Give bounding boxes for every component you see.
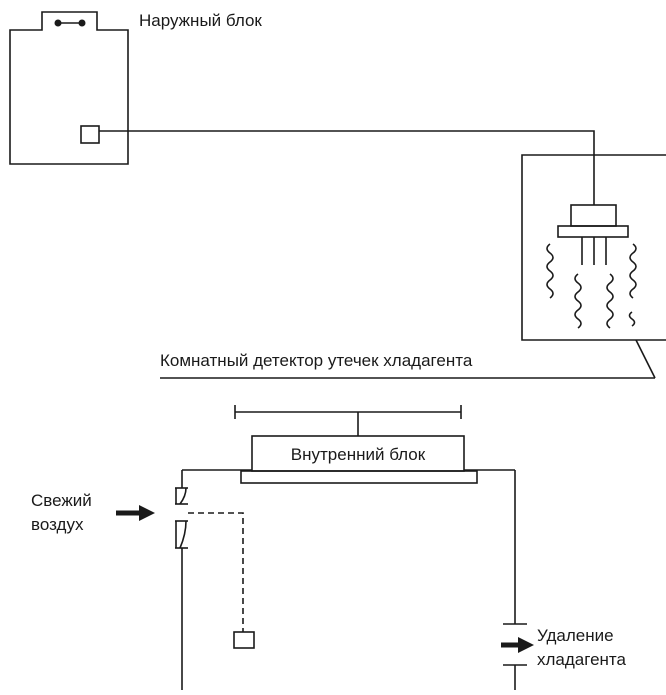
refrigerant-removal-label: Удаление хладагента xyxy=(537,624,626,672)
detector-frame xyxy=(521,154,666,341)
indoor-unit-panel xyxy=(240,470,478,484)
indoor-unit-label: Внутренний блок xyxy=(290,445,426,464)
outdoor-unit-body xyxy=(9,11,129,165)
damper-actuator xyxy=(233,631,255,649)
gas-wave-center-left xyxy=(574,273,582,329)
fresh-air-label-line2: воздух xyxy=(31,515,84,534)
signal-cable xyxy=(99,130,595,205)
refrigerant-removal-label-line2: хладагента xyxy=(537,650,626,669)
fresh-air-vent xyxy=(175,487,188,549)
leak-detector-label: Комнатный детектор утечек хладагента xyxy=(160,351,473,370)
sensor-plate xyxy=(557,225,629,238)
damper-2 xyxy=(175,520,187,549)
room-outline xyxy=(181,469,516,690)
gas-wave-small xyxy=(628,311,636,327)
refrigerant-removal-label-line1: Удаление xyxy=(537,626,614,645)
fresh-air-label: Свежий воздух xyxy=(31,489,92,537)
outdoor-unit-terminal xyxy=(80,125,100,144)
sensor-head xyxy=(570,204,617,227)
damper-1 xyxy=(175,487,187,505)
fresh-air-arrow-head xyxy=(139,505,155,521)
gas-wave-center-right xyxy=(606,273,614,329)
gas-wave-right xyxy=(629,243,637,299)
detector-sensor xyxy=(546,204,637,329)
outdoor-unit-switch-dot-left xyxy=(54,19,62,27)
fresh-air-label-line1: Свежий xyxy=(31,491,92,510)
outdoor-unit xyxy=(9,11,129,165)
indoor-unit-support xyxy=(234,405,462,436)
outdoor-unit-label: Наружный блок xyxy=(139,11,262,30)
detector-leader xyxy=(635,339,656,379)
fresh-air-arrow xyxy=(116,505,155,521)
damper-control-line xyxy=(188,512,244,632)
refrigerant-removal-vent xyxy=(501,623,534,666)
outdoor-unit-switch-dot-right xyxy=(78,19,86,27)
removal-arrow-head xyxy=(518,637,534,653)
gas-wave-left xyxy=(546,243,554,299)
